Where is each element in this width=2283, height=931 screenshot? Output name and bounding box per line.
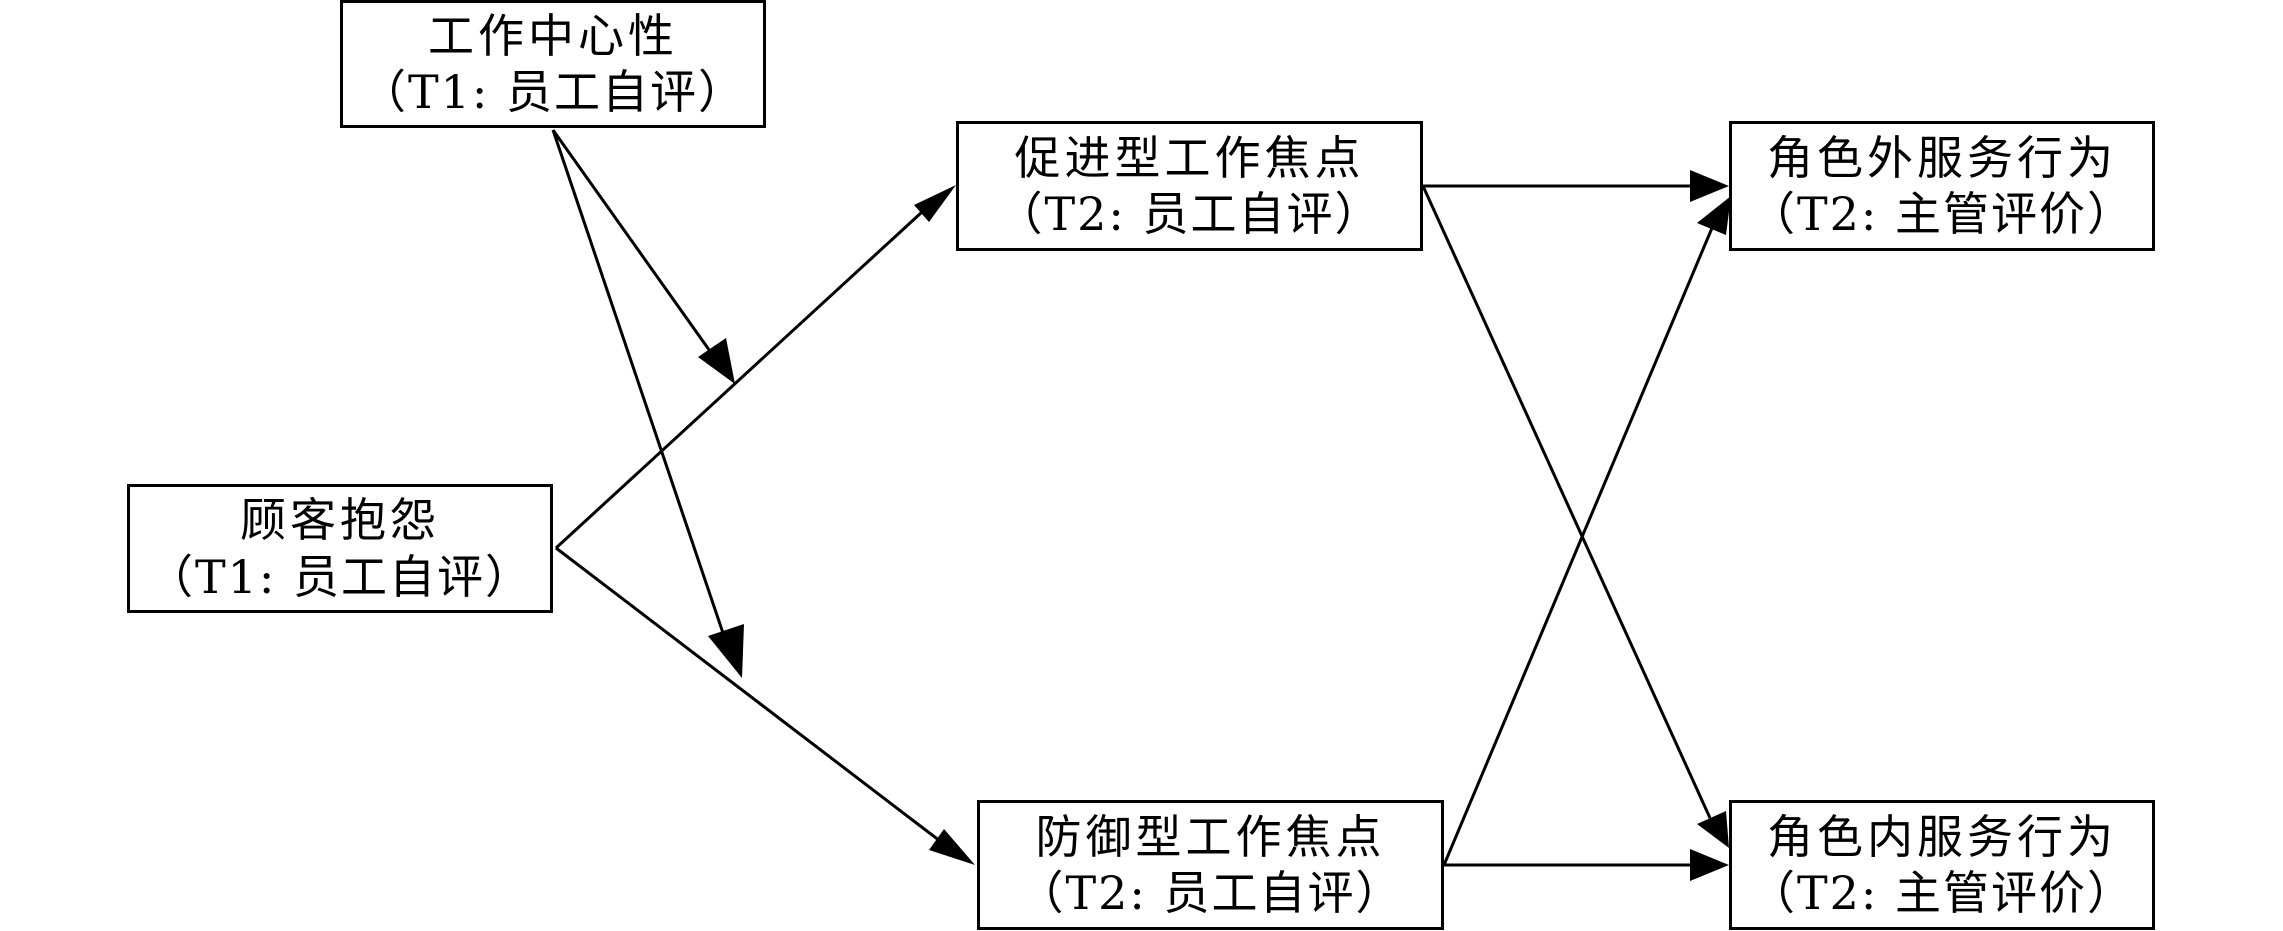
node-prevention-focus: 防御型工作焦点 （T2: 员工自评） [977, 800, 1444, 930]
arrow-centrality-moderates-promotion-path [551, 129, 714, 355]
arrow-promotion-to-inrole [1421, 185, 1712, 819]
arrowhead-centrality-moderates-prevention-path [708, 624, 744, 678]
node-title: 工作中心性 [428, 8, 678, 63]
node-subtitle: （T2: 主管评价） [1748, 187, 2136, 241]
arrowhead-prevention-to-extrarole [1697, 196, 1731, 235]
node-subtitle: （T1: 员工自评） [146, 549, 534, 604]
node-title: 角色内服务行为 [1767, 809, 2117, 864]
node-in-role-service: 角色内服务行为 （T2: 主管评价） [1729, 800, 2155, 930]
node-extra-role-service: 角色外服务行为 （T2: 主管评价） [1729, 121, 2155, 251]
arrowhead-promotion-to-inrole [1697, 811, 1729, 848]
node-title: 促进型工作焦点 [1014, 130, 1365, 185]
node-customer-complaint: 顾客抱怨 （T1: 员工自评） [127, 484, 553, 613]
arrowhead-prevention-to-inrole [1690, 849, 1729, 881]
node-title: 防御型工作焦点 [1035, 809, 1386, 864]
node-subtitle: （T2: 员工自评） [996, 187, 1383, 241]
arrow-prevention-to-extrarole [1442, 227, 1714, 866]
arrowhead-complaint-to-promotion [914, 185, 956, 222]
node-subtitle: （T2: 主管评价） [1748, 866, 2136, 920]
node-promotion-focus: 促进型工作焦点 （T2: 员工自评） [956, 121, 1423, 251]
node-subtitle: （T1: 员工自评） [359, 65, 747, 119]
arrow-centrality-moderates-prevention-path [551, 129, 726, 637]
arrowhead-promotion-to-extrarole [1690, 170, 1729, 202]
arrowhead-centrality-moderates-promotion-path [698, 338, 735, 384]
node-work-centrality: 工作中心性 （T1: 员工自评） [340, 0, 766, 128]
arrow-complaint-to-promotion [554, 210, 924, 550]
arrow-complaint-to-prevention [555, 546, 941, 843]
arrowhead-complaint-to-prevention [929, 829, 975, 865]
node-subtitle: （T2: 员工自评） [1017, 866, 1404, 920]
node-title: 顾客抱怨 [240, 493, 440, 548]
node-title: 角色外服务行为 [1767, 130, 2117, 185]
